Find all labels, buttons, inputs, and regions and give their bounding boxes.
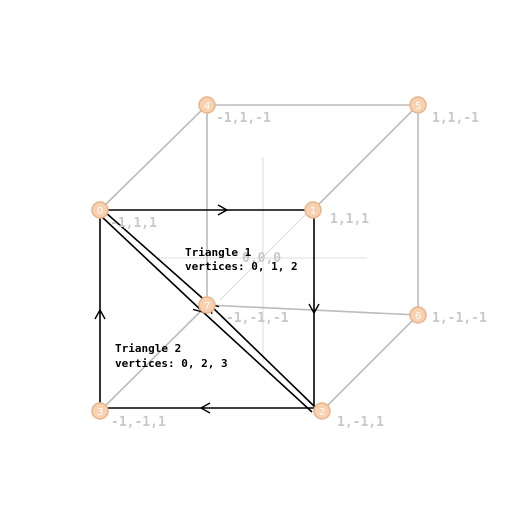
vertex-id: 7 bbox=[204, 301, 210, 312]
vertex-0: 0 -1,1,1 bbox=[91, 201, 157, 231]
vertex-coord-label: -1,-1,1 bbox=[111, 415, 166, 430]
cube-edges bbox=[99, 104, 419, 412]
edge-1-5 bbox=[312, 104, 419, 211]
vertex-marker bbox=[304, 201, 322, 219]
vertex-id: 0 bbox=[97, 206, 103, 217]
vertex-coord-label: -1,1,1 bbox=[110, 216, 157, 231]
axes: 0,0,0 bbox=[157, 157, 367, 362]
tri1-edge-2-0 bbox=[207, 302, 317, 409]
vertex-6: 6 1,-1,-1 bbox=[409, 306, 487, 326]
triangle-1-vertices: vertices: 0, 1, 2 bbox=[185, 260, 298, 273]
vertex-4: 4 -1,1,-1 bbox=[198, 96, 271, 126]
vertex-id: 6 bbox=[415, 311, 421, 322]
vertex-marker bbox=[409, 306, 427, 324]
vertex-marker bbox=[409, 96, 427, 114]
vertex-marker bbox=[313, 402, 331, 420]
triangle-2-vertices: vertices: 0, 2, 3 bbox=[115, 357, 228, 370]
triangle-2 bbox=[94, 212, 314, 414]
vertex-5: 5 1,1,-1 bbox=[409, 96, 479, 126]
tri1-edge-2-0-rest bbox=[104, 211, 210, 305]
vertex-marker bbox=[198, 96, 216, 114]
tri2-edge-0-2 bbox=[100, 215, 205, 313]
z-axis-line bbox=[219, 214, 306, 301]
triangle-1 bbox=[103, 204, 320, 409]
edge-3-7 bbox=[99, 304, 208, 412]
vertex-coord-label: 1,-1,1 bbox=[337, 415, 384, 430]
vertex-1: 1 1,1,1 bbox=[304, 201, 369, 227]
triangle-2-title: Triangle 2 bbox=[115, 342, 181, 355]
triangle-1-title: Triangle 1 bbox=[185, 246, 252, 259]
origin-label: 0,0,0 bbox=[242, 251, 281, 266]
vertex-7: 7 -1,-1,-1 bbox=[198, 296, 289, 326]
vertex-marker bbox=[91, 402, 109, 420]
vertex-coord-label: -1,1,-1 bbox=[216, 111, 271, 126]
vertex-id: 2 bbox=[319, 407, 325, 418]
tri2-edge-0-2-rest bbox=[202, 311, 313, 413]
vertex-coord-label: 1,-1,-1 bbox=[432, 311, 487, 326]
vertex-id: 3 bbox=[97, 407, 103, 418]
vertex-3: 3 -1,-1,1 bbox=[91, 402, 166, 430]
vertex-marker bbox=[198, 296, 216, 314]
vertex-coord-label: 1,1,-1 bbox=[432, 111, 479, 126]
vertex-coord-label: -1,-1,-1 bbox=[226, 311, 289, 326]
triangle-2-annotation: Triangle 2 vertices: 0, 2, 3 bbox=[115, 342, 228, 370]
vertex-coord-label: 1,1,1 bbox=[330, 212, 369, 227]
edge-0-4 bbox=[99, 104, 208, 211]
vertices: 0 -1,1,1 1 1,1,1 2 1,-1,1 3 -1,-1,1 4 -1… bbox=[91, 96, 487, 430]
vertex-id: 1 bbox=[310, 206, 316, 217]
vertex-id: 5 bbox=[415, 101, 421, 112]
edge-2-6 bbox=[321, 314, 419, 412]
triangle-1-annotation: Triangle 1 vertices: 0, 1, 2 bbox=[185, 246, 298, 273]
vertex-marker bbox=[91, 201, 109, 219]
vertex-2: 2 1,-1,1 bbox=[313, 402, 384, 430]
vertex-id: 4 bbox=[204, 101, 210, 112]
